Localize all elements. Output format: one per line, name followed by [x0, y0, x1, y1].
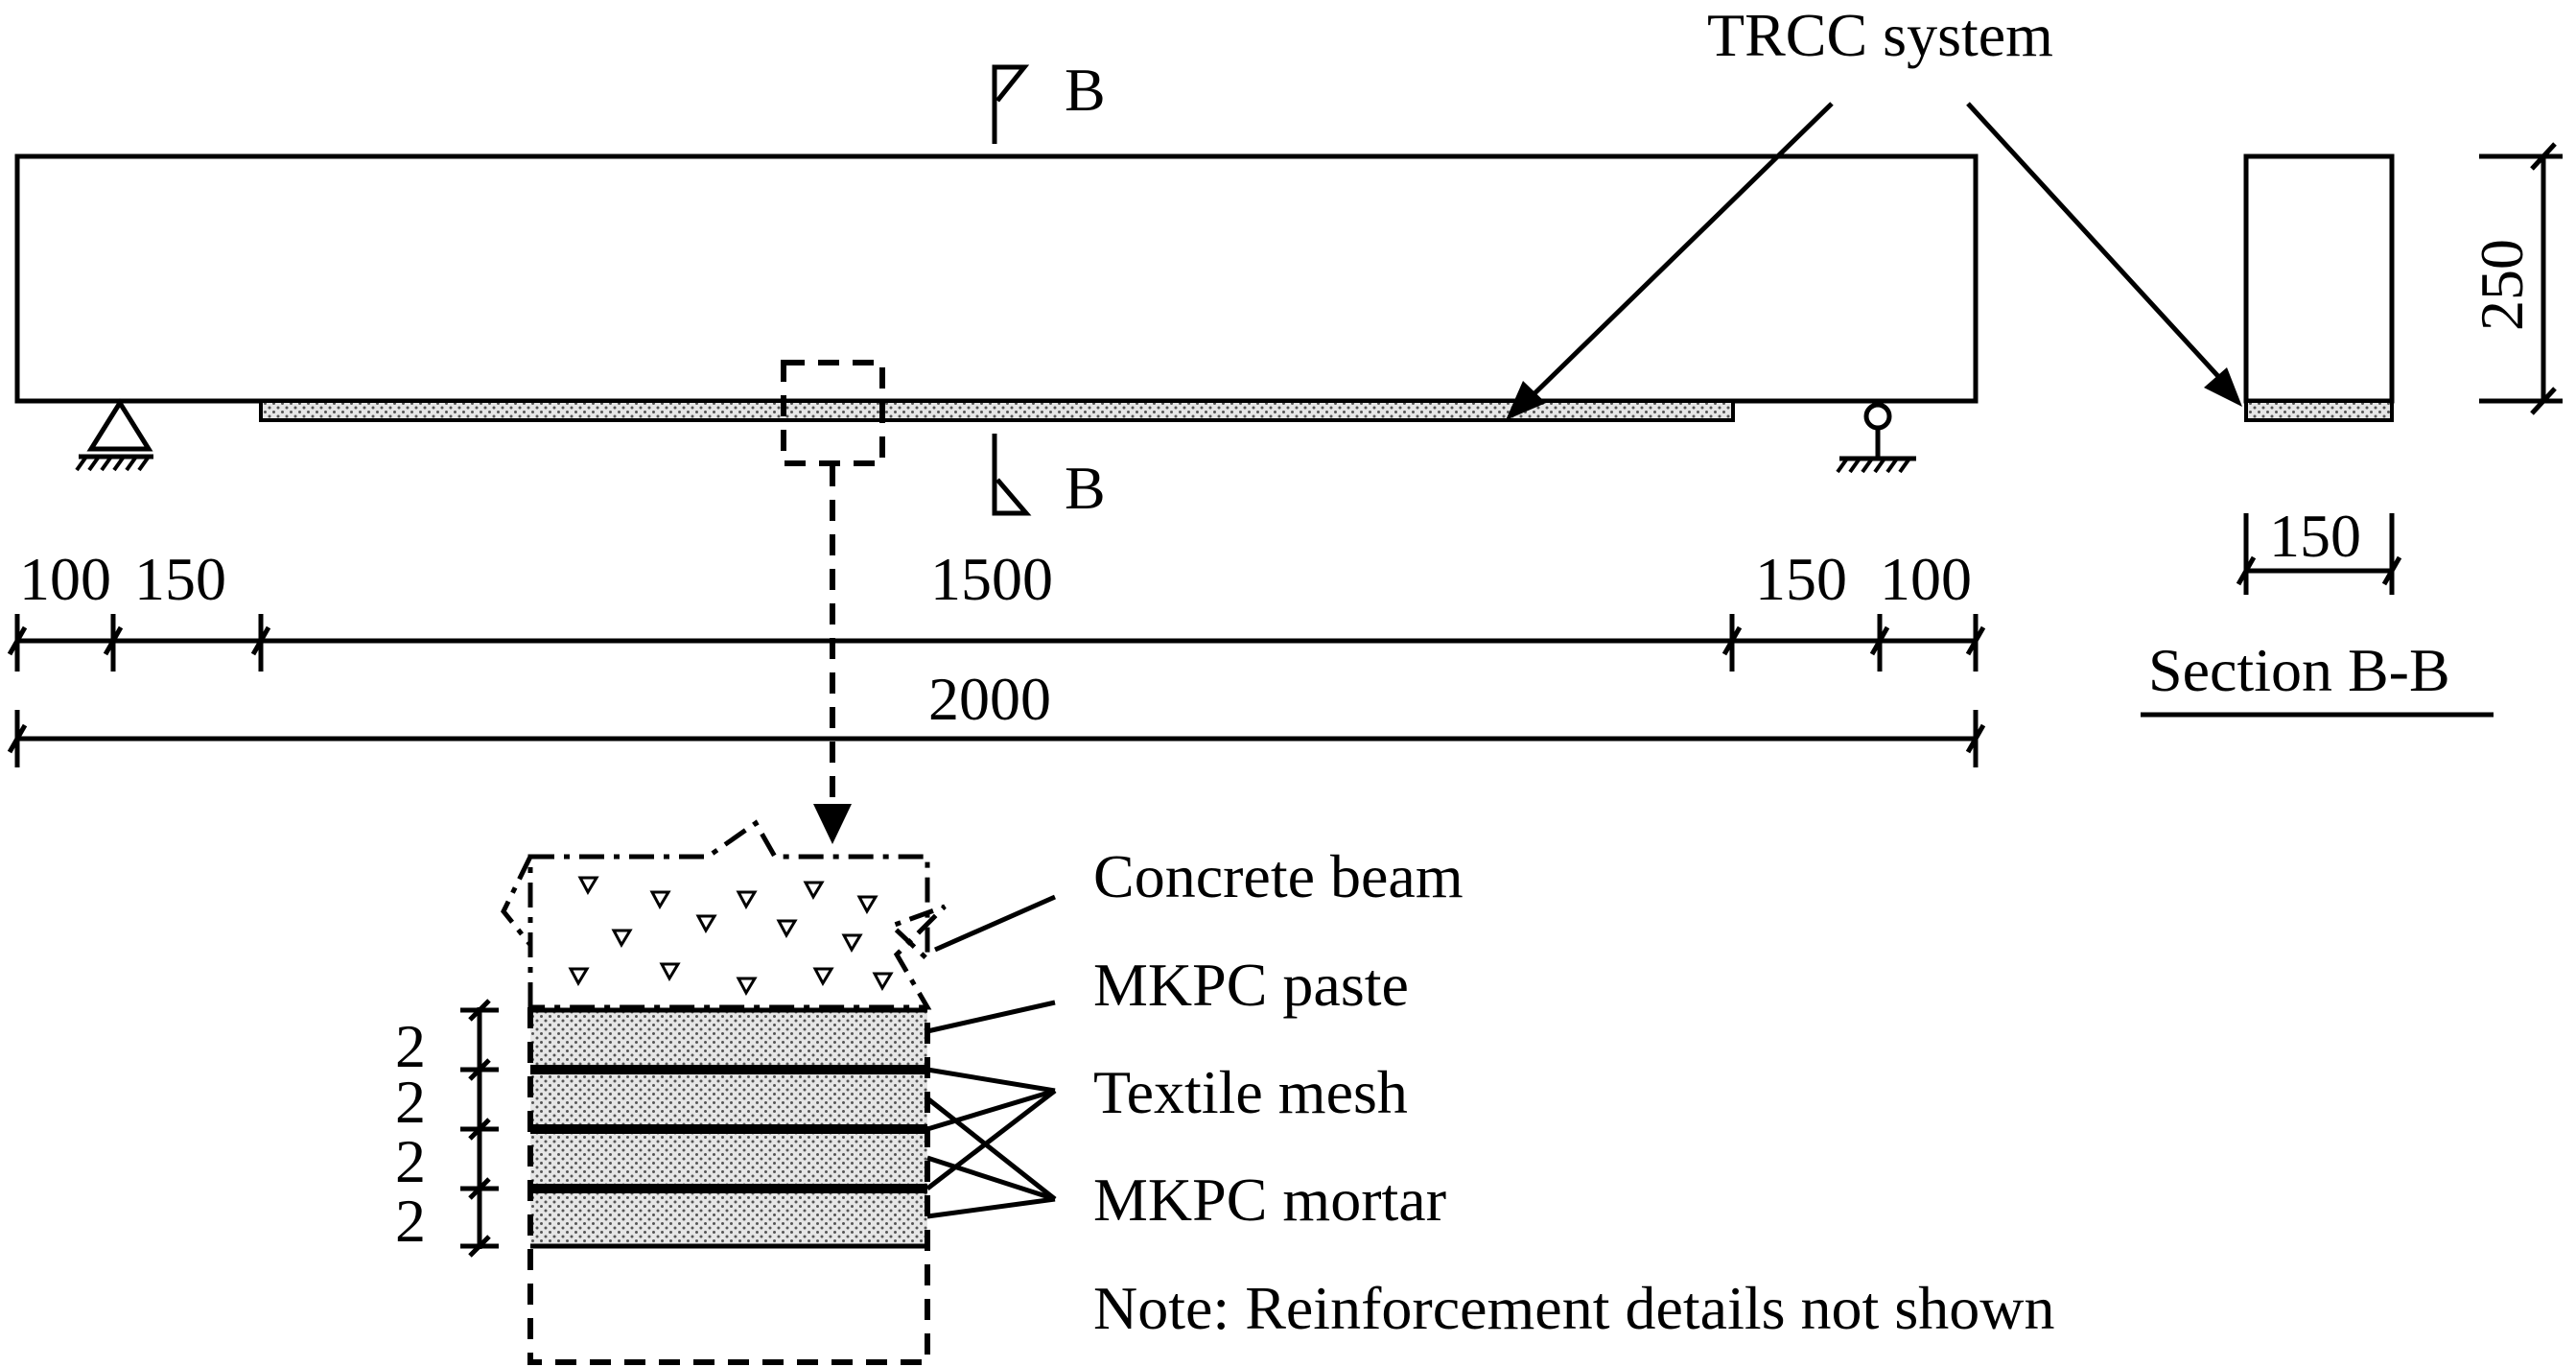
trcc-strip-elevation — [259, 399, 1735, 422]
layer-dim-4: 2 — [395, 1187, 426, 1255]
concrete-beam-elevation — [14, 153, 1979, 404]
detail-paste-layer — [530, 1010, 927, 1070]
detail-lower-outline — [527, 1007, 930, 1365]
section-cut-icon — [992, 64, 1032, 516]
layer-thickness-dimension — [460, 999, 499, 1258]
dim-2000: 2000 — [928, 665, 1051, 733]
note-text: Note: Reinforcement details not shown — [1093, 1274, 2054, 1342]
roller-support-icon — [1836, 402, 1916, 474]
section-trcc-layer — [2244, 399, 2394, 422]
detail-marker-box — [781, 360, 885, 466]
detail-mortar-layer-1 — [530, 1070, 927, 1129]
section-title: Section B-B — [2148, 636, 2450, 704]
section-concrete — [2243, 153, 2395, 404]
label-textile-mesh: Textile mesh — [1093, 1058, 1408, 1126]
trcc-arrow-beam — [1523, 102, 1834, 405]
section-mark-top: B — [1065, 56, 1106, 124]
label-mkpc-mortar: MKPC mortar — [1093, 1166, 1446, 1234]
dimension-chain-top — [7, 614, 1986, 672]
trcc-system-label: TRCC system — [1707, 1, 2053, 69]
label-mkpc-paste: MKPC paste — [1093, 951, 1409, 1019]
detail-leaders — [925, 894, 1057, 1219]
dim-100-right: 100 — [1880, 545, 1972, 613]
label-concrete-beam: Concrete beam — [1093, 842, 1464, 910]
layer-dim-1: 2 — [395, 1012, 426, 1080]
aggregate-triangles — [568, 876, 894, 997]
dim-100-left: 100 — [19, 545, 111, 613]
dim-1500: 1500 — [930, 545, 1053, 613]
section-width-dimension — [2236, 513, 2402, 595]
section-mark-bottom: B — [1065, 454, 1106, 522]
detail-mortar-layer-2 — [530, 1129, 927, 1189]
detail-mortar-layer-3 — [530, 1189, 927, 1246]
trcc-arrow-section — [1966, 102, 2227, 386]
dim-150-section: 150 — [2269, 502, 2361, 570]
layer-dim-3: 2 — [395, 1127, 426, 1195]
dim-250: 250 — [2468, 239, 2536, 331]
section-height-dimension — [2479, 142, 2563, 415]
detail-concrete-outline — [501, 819, 947, 1010]
dim-150-left: 150 — [134, 545, 226, 613]
dim-150-right: 150 — [1755, 545, 1847, 613]
pin-support-icon — [75, 398, 153, 472]
dimension-chain-total — [7, 710, 1986, 767]
layer-dim-2: 2 — [395, 1068, 426, 1136]
